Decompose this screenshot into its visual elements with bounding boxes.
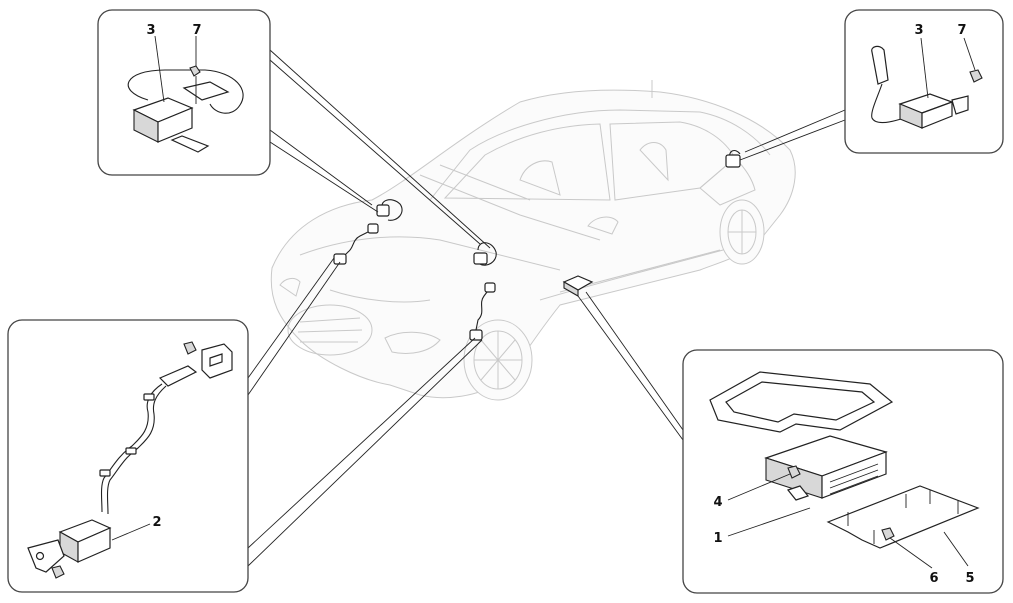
detail-box-bottom-right: 4 1 6 5 (682, 349, 1004, 594)
leader-lines (247, 49, 846, 567)
label-3-top-right: 3 (914, 23, 923, 38)
label-7-top-right: 7 (957, 23, 966, 38)
label-5: 5 (965, 571, 974, 586)
label-7-top-left: 7 (192, 23, 201, 38)
label-3-top-left: 3 (146, 23, 155, 38)
label-2: 2 (152, 515, 161, 530)
detail-box-bottom-left: 2 (7, 319, 249, 593)
car-mounted-parts (333, 149, 741, 341)
label-1: 1 (713, 531, 722, 546)
detail-box-top-right: 3 7 (844, 9, 1004, 154)
label-6: 6 (929, 571, 938, 586)
label-4: 4 (713, 495, 722, 510)
detail-box-top-left: 3 7 (97, 9, 271, 176)
